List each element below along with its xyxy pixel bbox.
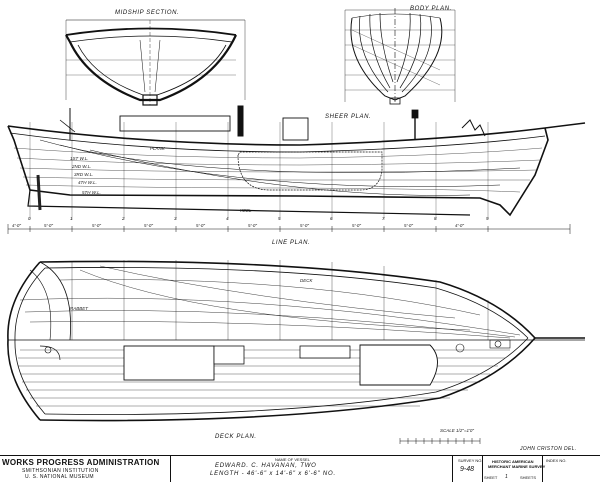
survey-no-label: SURVEY NO. [458,458,483,463]
station-8: 8 [434,216,437,221]
index-no-label: INDEX NO. [546,458,567,463]
wl3-tag: 3RD W.L. [74,172,93,177]
wl5-tag: 5TH W.L. [82,190,101,195]
sheer-plan-label: SHEER PLAN. [325,114,371,120]
station-3: 3 [174,216,177,221]
survey-name-1: HISTORIC AMERICAN [492,459,534,464]
dim-0: 4'-0" [12,223,21,228]
sheet-number: 1 [505,474,508,480]
line-plan-label: LINE PLAN. [272,240,310,246]
institution-line-1: SMITHSONIAN INSTITUTION [22,468,99,474]
line-tags: PLANK 1ST W.L. 2ND W.L. 3RD W.L. 4TH W.L… [70,146,314,311]
divider-2 [452,456,453,482]
divider-4 [542,456,543,482]
drawn-by: JOHN CRISTON DEL. [520,446,577,452]
keel-tag: KEEL [240,208,252,213]
sheet-label: SHEET [484,475,498,480]
station-numbers: 0 1 2 3 4 5 6 7 8 9 [28,216,489,221]
dim-6: 5'-0" [300,223,309,228]
wl1-tag: 1ST W.L. [70,156,89,161]
dimension-values: 4'-0" 5'-0" 5'-0" 5'-0" 5'-0" 5'-0" 5'-0… [12,223,464,228]
dim-1: 5'-0" [44,223,53,228]
deck-plan [7,260,585,444]
dim-7: 5'-0" [352,223,361,228]
station-2: 2 [121,216,125,221]
plank-tag: PLANK [150,146,166,151]
divider-3 [482,456,483,482]
body-plan-label: BODY PLAN. [410,6,452,12]
survey-name-2: MERCHANT MARINE SURVEY [488,464,546,469]
title-block: WORKS PROGRESS ADMINISTRATION SMITHSONIA… [0,455,600,482]
station-7: 7 [382,216,385,221]
sheer-plan [7,105,586,234]
dim-9: 4'-0" [455,223,464,228]
midship-section [65,19,246,106]
dim-2: 5'-0" [92,223,101,228]
institution-line-2: U. S. NATIONAL MUSEUM [25,474,94,480]
dim-8: 5'-0" [404,223,413,228]
dim-3: 5'-0" [144,223,153,228]
midship-section-label: MIDSHIP SECTION. [115,10,179,16]
station-0: 0 [28,216,31,221]
deck-tag: DECK [300,278,314,283]
vessel-name-line-2: LENGTH - 46'-6" x 14'-6" x 6'-6" NO. [210,471,336,477]
vessel-name-label: NAME OF VESSEL [275,457,310,462]
dim-4: 5'-0" [196,223,205,228]
sheets-label: SHEETS [520,475,537,480]
dim-5: 5'-0" [248,223,257,228]
station-5: 5 [278,216,281,221]
station-1: 1 [70,216,73,221]
station-4: 4 [226,216,229,221]
agency-name: WORKS PROGRESS ADMINISTRATION [2,458,160,467]
scale-label: SCALE 1/2"=1'0" [440,428,474,433]
survey-no-value: 9-48 [460,466,475,473]
vessel-name-line-1: EDWARD. C. HAVANAN, TWO [215,463,317,469]
wl4-tag: 4TH W.L. [78,180,97,185]
station-9: 9 [486,216,489,221]
divider-1 [170,456,171,482]
rabbet-tag: RABBET [70,306,89,311]
station-6: 6 [330,216,333,221]
deck-plan-label: DECK PLAN. [215,434,257,440]
body-plan [344,8,456,105]
wl2-tag: 2ND W.L. [71,164,91,169]
